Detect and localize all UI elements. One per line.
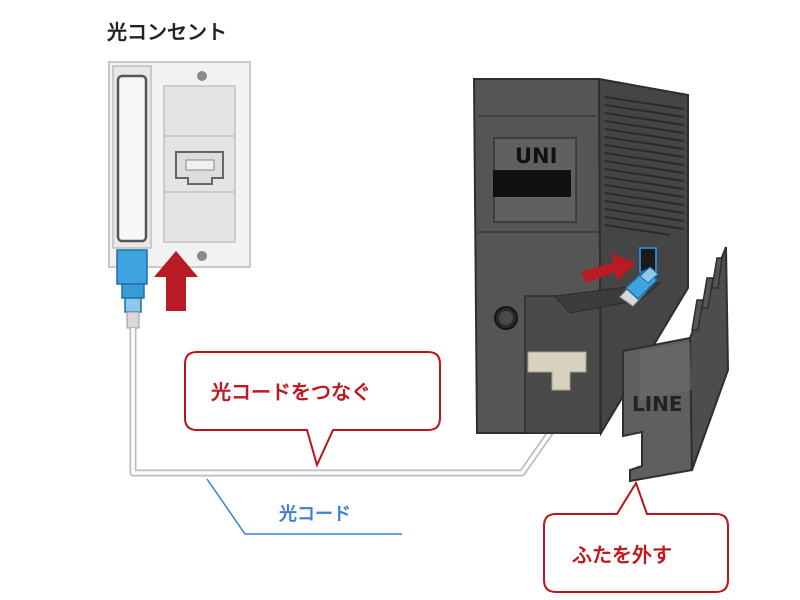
router-fiber-connector [619, 266, 659, 307]
outlet-title: 光コンセント [106, 20, 227, 44]
uni-label: UNI [515, 144, 557, 168]
optical-outlet [108, 61, 251, 268]
callout-remove-cover-text: ふたを外す [572, 543, 672, 567]
cord-label-text: 光コード [278, 503, 351, 525]
cord-label: 光コード [206, 478, 402, 535]
line-label: LINE [632, 392, 683, 416]
callout-connect: 光コードをつなぐ [184, 351, 441, 468]
right-arrow-icon [581, 253, 636, 283]
line-cover: LINE [622, 246, 730, 483]
callout-connect-text: 光コードをつなぐ [210, 380, 371, 404]
outlet-fiber-connector [116, 249, 148, 329]
up-arrow-icon [154, 251, 198, 311]
onu-device: UNI [472, 77, 689, 437]
uni-port [493, 170, 571, 197]
callout-remove-cover: ふたを外す [543, 480, 729, 593]
